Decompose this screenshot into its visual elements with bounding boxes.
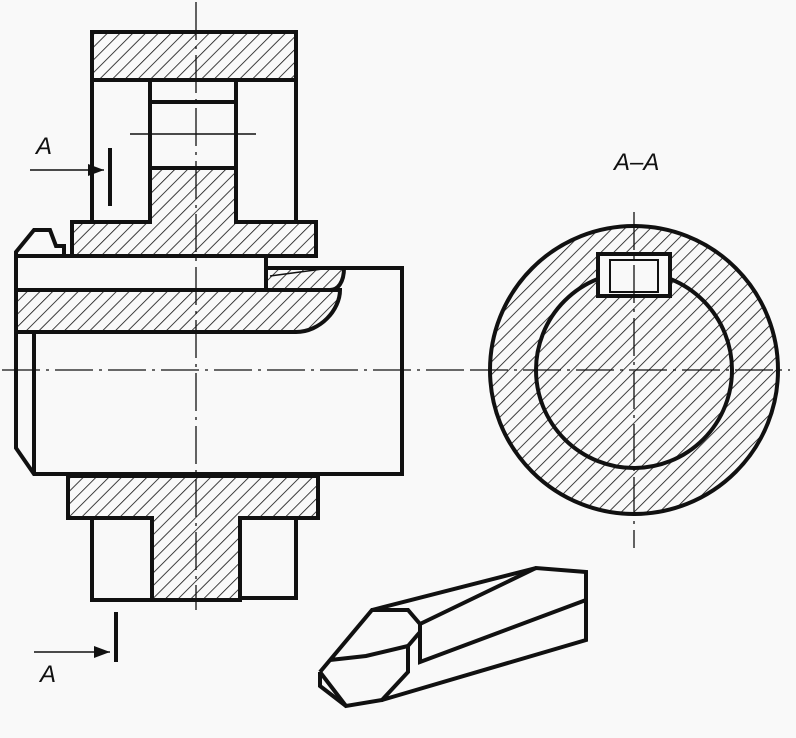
key-isometric-view (318, 565, 588, 709)
longitudinal-section-view: A A (2, 2, 470, 688)
key-taper-line (269, 267, 331, 277)
hub-upper-slot (148, 100, 238, 170)
section-mark-label-bottom: A (38, 661, 56, 688)
hub-upper-bore-right (234, 78, 298, 224)
section-marker-top: A (30, 133, 112, 206)
shaft-body (14, 228, 66, 258)
hub-lower-bore-left (90, 516, 154, 602)
hub-lower-bore-right (238, 516, 298, 600)
section-mark-label-top: A (34, 133, 52, 160)
shaft-wall-section (14, 288, 343, 334)
hub-upper-bore-left (90, 78, 152, 224)
section-title: A–A (612, 149, 659, 176)
cross-section-view: A–A (470, 149, 790, 548)
section-marker-bottom: A (34, 612, 118, 688)
